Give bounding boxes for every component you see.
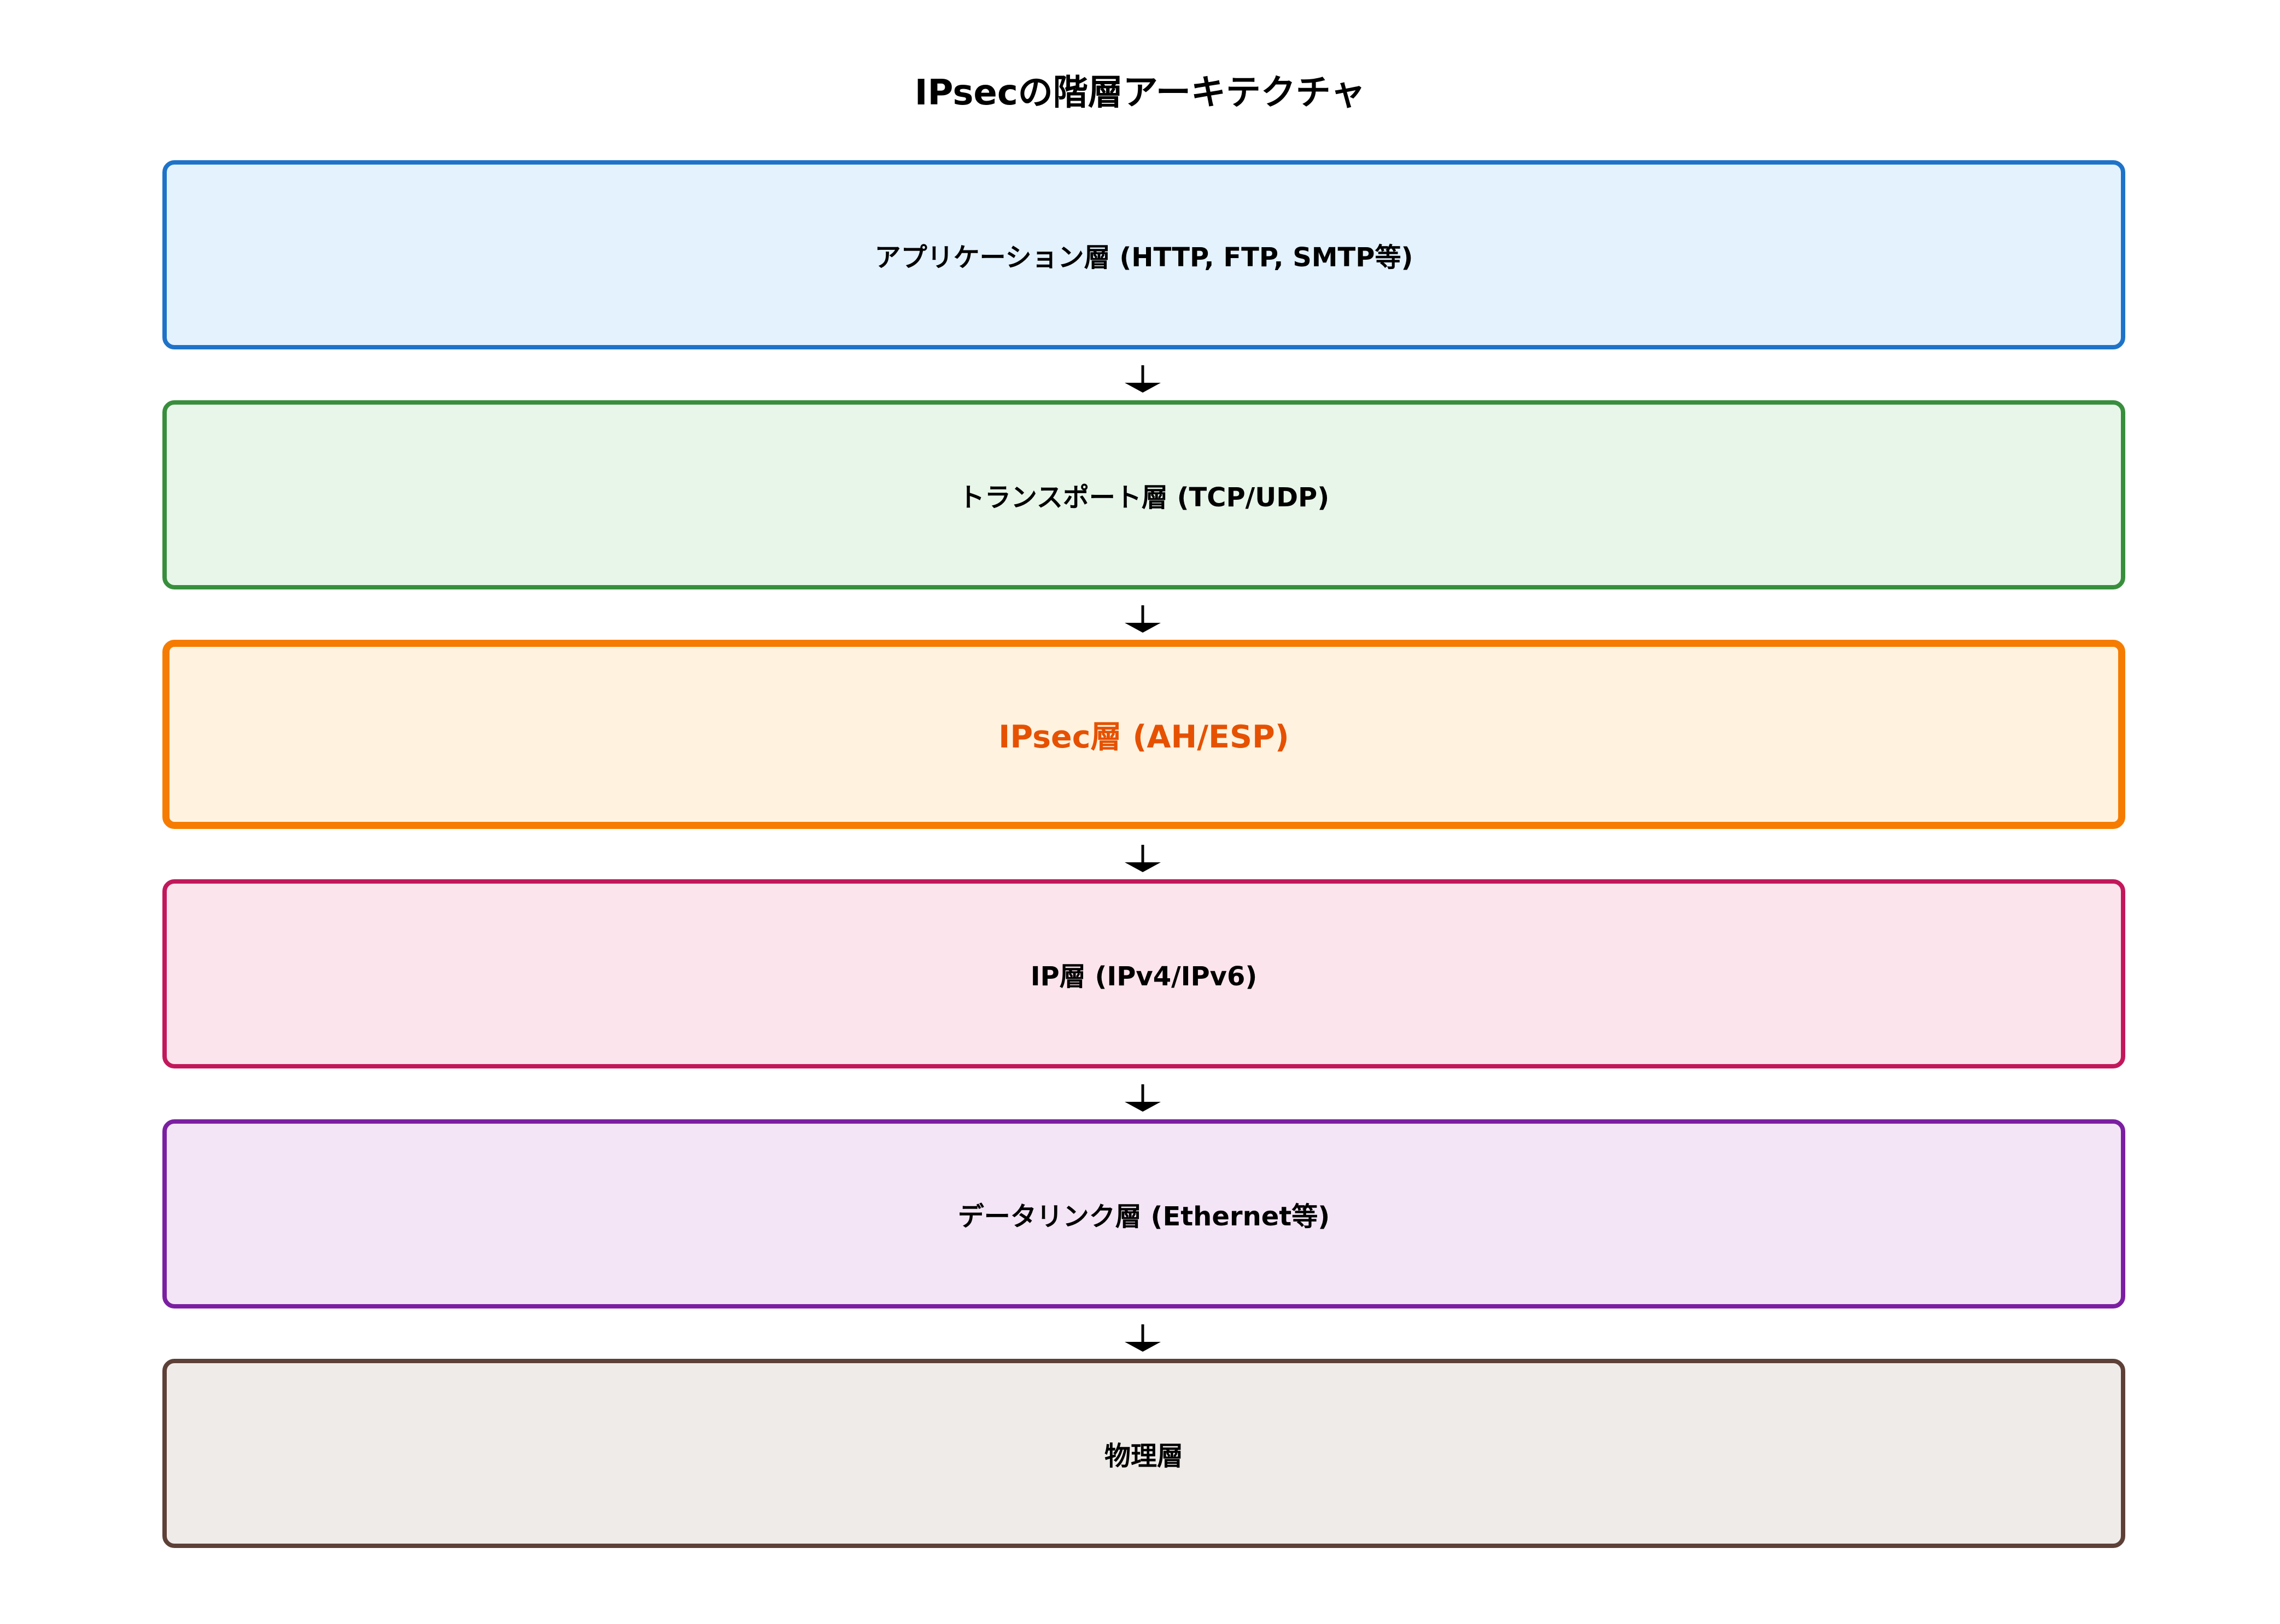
arrow-down-icon	[1125, 1324, 1161, 1352]
arrow-down-icon	[1125, 365, 1161, 393]
layer-ipsec-label: IPsec層 (AH/ESP)	[998, 719, 1289, 755]
layer-application: アプリケーション層 (HTTP, FTP, SMTP等)	[162, 160, 2125, 349]
diagram-title: IPsecの階層アーキテクチャ	[914, 73, 1366, 113]
layer-physical: 物理層	[162, 1359, 2125, 1548]
layer-datalink-label: データリンク層 (Ethernet等)	[957, 1201, 1330, 1232]
layer-ip-label: IP層 (IPv4/IPv6)	[1030, 961, 1258, 992]
arrow-down-icon	[1125, 845, 1161, 872]
layer-application-label: アプリケーション層 (HTTP, FTP, SMTP等)	[874, 242, 1413, 273]
layer-physical-label: 物理層	[1104, 1441, 1183, 1471]
arrow-down-icon	[1125, 1084, 1161, 1112]
arrow-down-icon	[1125, 605, 1161, 633]
layer-ipsec: IPsec層 (AH/ESP)	[162, 640, 2125, 829]
layer-transport: トランスポート層 (TCP/UDP)	[162, 400, 2125, 589]
layer-datalink: データリンク層 (Ethernet等)	[162, 1119, 2125, 1308]
layer-ip: IP層 (IPv4/IPv6)	[162, 879, 2125, 1068]
layer-transport-label: トランスポート層 (TCP/UDP)	[958, 482, 1330, 513]
